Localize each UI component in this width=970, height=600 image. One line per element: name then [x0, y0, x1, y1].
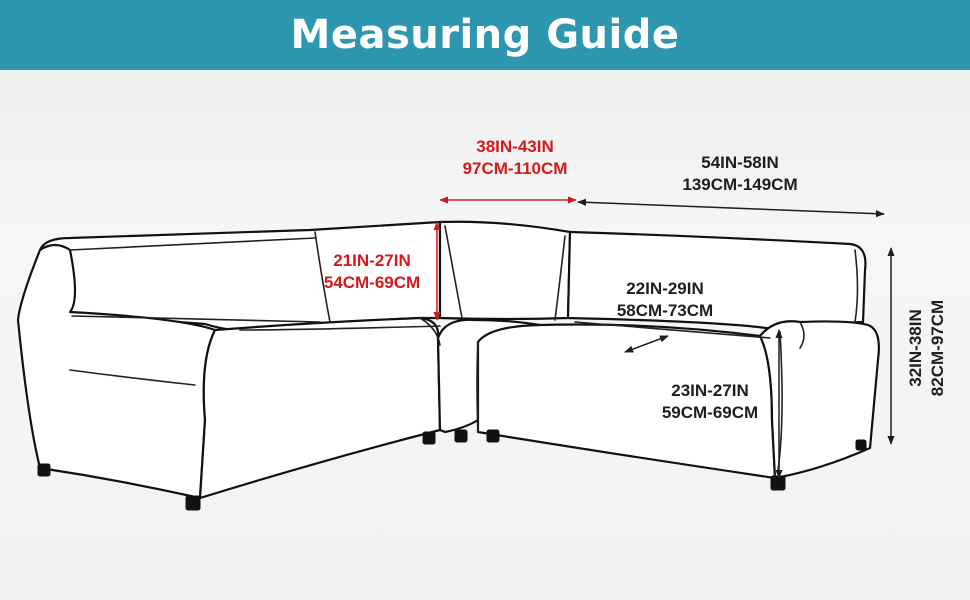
diagram-area: 38IN-43IN 97CM-110CM 54IN-58IN 139CM-149…: [0, 70, 970, 600]
sofa-legs: [37, 429, 867, 511]
arm-height-label: 23IN-27IN 59CM-69CM: [640, 380, 780, 424]
title-banner: Measuring Guide: [0, 0, 970, 70]
corner-width-cm: 97CM-110CM: [462, 159, 568, 178]
arm-height-cm: 59CM-69CM: [661, 403, 759, 422]
page-title: Measuring Guide: [290, 12, 680, 58]
seat-depth-inches: 22IN-29IN: [626, 279, 704, 298]
back-height-inches: 21IN-27IN: [333, 251, 411, 270]
sofa-outline: [16, 220, 880, 500]
corner-width-inches: 38IN-43IN: [476, 137, 554, 156]
measurement-lines: [433, 196, 895, 479]
total-height-cm: 82CM-97CM: [928, 299, 947, 397]
sofa-illustration: [16, 196, 895, 511]
side-length-inches: 54IN-58IN: [701, 153, 779, 172]
seat-depth-label: 22IN-29IN 58CM-73CM: [590, 278, 740, 322]
total-height-inches: 32IN-38IN: [906, 309, 925, 387]
back-height-cm: 54CM-69CM: [323, 273, 421, 292]
side-length-label: 54IN-58IN 139CM-149CM: [660, 152, 820, 196]
total-height-label: 32IN-38IN 82CM-97CM: [905, 278, 949, 418]
seat-depth-arrow: [624, 335, 669, 353]
seat-depth-cm: 58CM-73CM: [616, 301, 714, 320]
side-length-cm: 139CM-149CM: [682, 175, 798, 194]
corner-width-label: 38IN-43IN 97CM-110CM: [440, 136, 590, 180]
back-height-label: 21IN-27IN 54CM-69CM: [302, 250, 442, 294]
side-length-arrow: [577, 198, 885, 218]
arm-height-inches: 23IN-27IN: [671, 381, 749, 400]
